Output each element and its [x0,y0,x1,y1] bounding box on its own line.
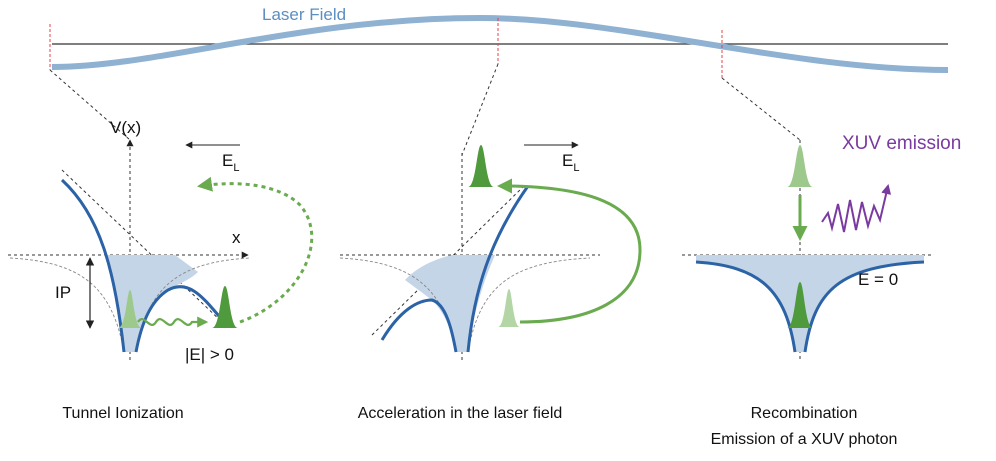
laser-field-section: Laser Field [49,5,949,156]
energy-label: |E| > 0 [185,345,234,364]
panel-tunnel-ionization: V(x) x EL IP |E| > 0 Tunnel Ionization [8,118,314,422]
xuv-emission-label: XUV emission [842,133,961,154]
axis-x-label: x [232,228,241,247]
free-wavepacket [212,286,238,328]
laser-field-title: Laser Field [262,5,346,24]
wavepacket-bound [787,282,813,328]
panel-recombination: XUV emission E = 0 Recombination Emissio… [682,133,961,448]
field-label: EL [222,151,239,174]
tunneling-wave [137,316,209,328]
caption-xuv-photon: Emission of a XUV photon [711,431,898,448]
xuv-photon-icon [821,184,892,233]
panel-acceleration: EL Acceleration in the laser field [339,141,642,422]
laser-field-wave [51,14,949,73]
potential-fill [696,255,924,352]
ip-label: IP [55,283,71,302]
trajectory-loop [497,178,642,324]
field-label: EL [562,151,579,174]
axis-y-label: V(x) [110,118,141,137]
tilted-potential [380,185,530,353]
coulomb-potential [695,260,925,353]
bound-wavepacket [118,290,142,328]
wavepacket-incoming [787,145,813,187]
tilt-line [61,169,223,323]
return-path-dotted [197,176,314,324]
zoom-line-right-a [721,77,801,141]
caption-acceleration: Acceleration in the laser field [358,405,563,422]
caption-tunnel: Tunnel Ionization [62,405,183,422]
tilted-potential [60,178,226,353]
wavepacket-faded [498,289,520,327]
barrier-fill [405,255,495,352]
caption-recombination: Recombination [751,405,858,422]
wavepacket-top [468,145,494,187]
zoom-line-mid-a [461,63,499,156]
energy-zero-label: E = 0 [858,270,898,289]
